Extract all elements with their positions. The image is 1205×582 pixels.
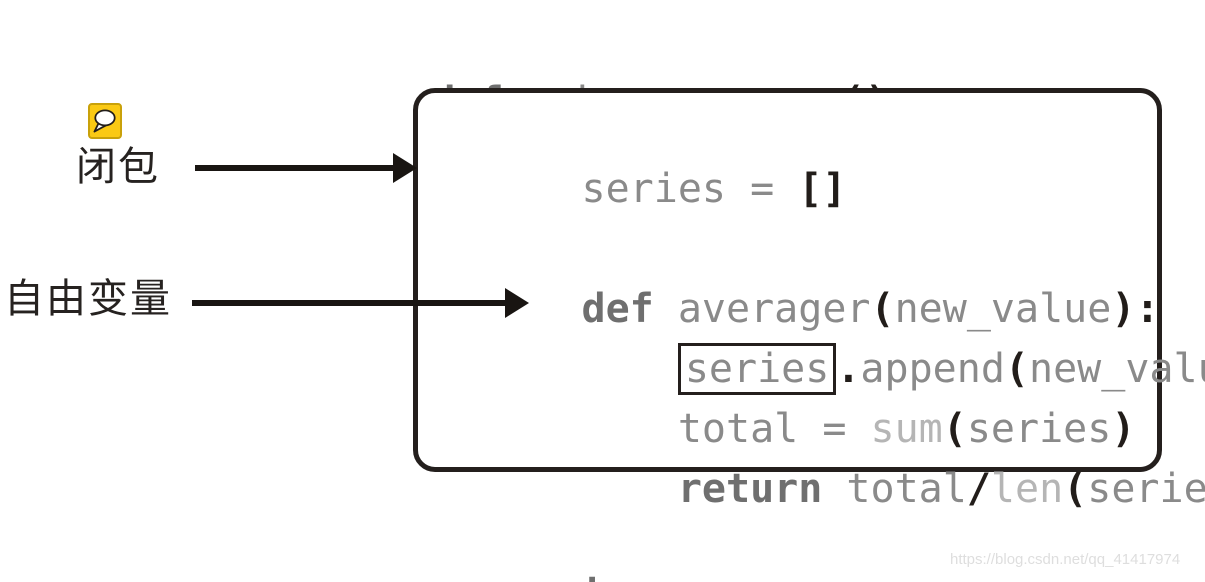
code-token: return (533, 569, 678, 582)
code-token: ( (942, 406, 967, 452)
code-token: new_value (894, 286, 1112, 332)
free-variable-box: series (677, 343, 837, 395)
closure-body-box: series = [] def averager(new_value): ser… (413, 88, 1205, 512)
code-token (582, 346, 678, 392)
code-token (582, 406, 678, 452)
code-token: series (966, 406, 1112, 452)
code-token: ( (870, 286, 895, 332)
code-token: series (1087, 466, 1205, 512)
free-variable-arrow-head (505, 288, 529, 318)
code-token: / (966, 466, 991, 512)
code-token: . (836, 346, 861, 392)
code-line-def-averager: def averager(new_value): (437, 219, 1160, 332)
code-line-return-averager: return averager (437, 514, 895, 582)
code-token: total = (677, 406, 871, 452)
code-line-total: total = sum(series) (437, 339, 1157, 452)
closure-arrow-head (393, 153, 417, 183)
closure-arrow-shaft (195, 165, 397, 171)
code-token: averager (653, 286, 871, 332)
free-variable-arrow-shaft (192, 300, 508, 306)
code-token: def (581, 286, 654, 332)
code-line-append: series.append(new_value) (437, 279, 1205, 395)
code-token: ( (1004, 346, 1030, 392)
code-token: new_value (1029, 346, 1205, 392)
code-token: return (677, 466, 823, 512)
code-token: ): (1111, 286, 1160, 332)
code-token: append (860, 346, 1005, 392)
code-token: ( (1063, 466, 1088, 512)
code-line-return-total: return total/len(series) (437, 399, 1205, 512)
speech-bubble-icon (88, 103, 122, 139)
code-token (582, 466, 678, 512)
code-token: averager (678, 569, 895, 582)
code-token: sum (870, 406, 943, 452)
watermark: https://blog.csdn.net/qq_41417974 (950, 551, 1181, 568)
closure-label: 闭包 (76, 144, 160, 189)
free-variable-label: 自由变量 (4, 276, 172, 321)
code-token: series = (581, 166, 799, 212)
code-token: total (822, 466, 967, 512)
code-line-series-init: series = [] (437, 99, 1157, 212)
code-token: [] (798, 166, 847, 212)
code-token: ) (1111, 406, 1136, 452)
code-token: len (990, 466, 1064, 512)
